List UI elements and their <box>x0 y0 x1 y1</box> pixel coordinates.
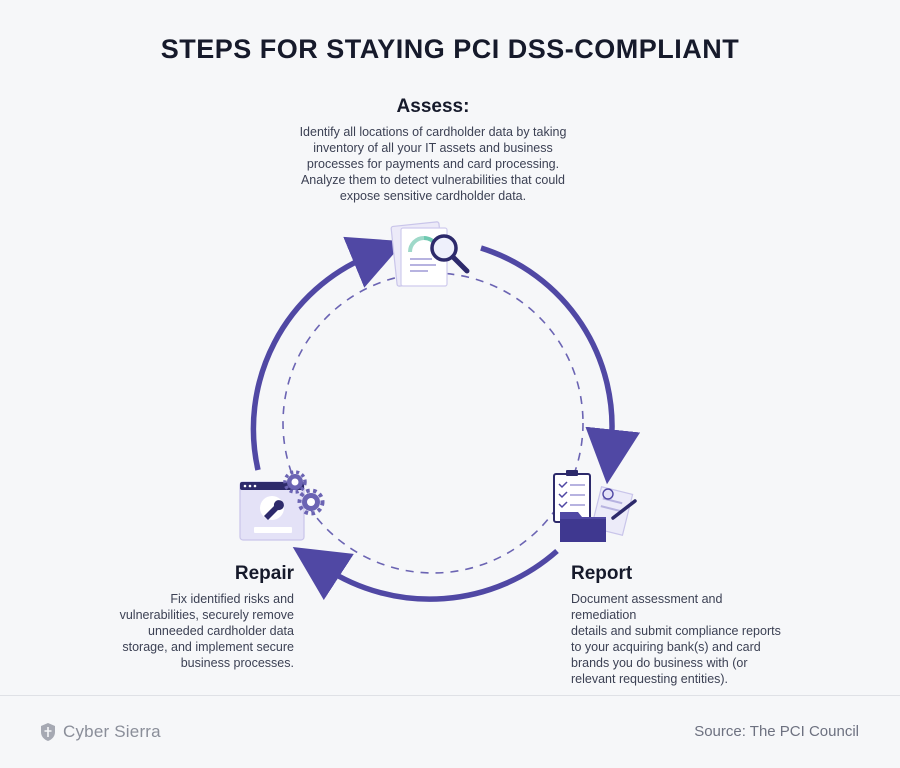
report-description-line: brands you do business with (or <box>571 656 748 670</box>
dashed-cycle-circle <box>282 272 584 574</box>
assess-description-line: processes for payments and card processi… <box>306 157 560 171</box>
repair-description-line: unneeded cardholder data <box>148 624 294 638</box>
report-description-line: Document assessment and remediation <box>571 592 723 622</box>
assess-description-line: expose sensitive cardholder data. <box>339 189 527 203</box>
source-credit: Source: The PCI Council <box>694 723 859 740</box>
repair-heading: Repair <box>234 563 294 584</box>
assess-description-line: inventory of all your IT assets and busi… <box>313 141 553 155</box>
report-description-line: to your acquiring bank(s) and card <box>571 640 761 654</box>
assess-description: Identify all locations of cardholder dat… <box>283 124 583 204</box>
arrow-repair-to-assess <box>250 236 405 471</box>
shield-icon <box>41 723 55 741</box>
arrow-assess-to-report <box>480 245 641 485</box>
repair-description-line: storage, and implement secure <box>122 640 294 654</box>
repair-description: Fix identified risks and vulnerabilities… <box>110 591 294 671</box>
assess-description-line: Analyze them to detect vulnerabilities t… <box>300 173 566 187</box>
repair-description-line: Fix identified risks and <box>170 592 294 606</box>
report-description-line: relevant requesting entities). <box>571 672 729 686</box>
assess-heading: Assess: <box>396 96 470 117</box>
brand-logo: Cyber Sierra <box>40 720 161 744</box>
report-heading: Report <box>571 563 633 584</box>
wrench-gear-icon <box>239 470 325 541</box>
arrow-report-to-repair <box>292 546 559 602</box>
footer-divider <box>0 695 900 696</box>
assess-description-line: Identify all locations of cardholder dat… <box>299 125 567 139</box>
report-magnifier-icon <box>390 221 470 287</box>
report-description-line: details and submit compliance reports <box>571 624 781 638</box>
repair-description-line: business processes. <box>180 656 294 670</box>
repair-description-line: vulnerabilities, securely remove <box>119 608 294 622</box>
report-description: Document assessment and remediation deta… <box>571 591 791 687</box>
clipboard-folder-icon <box>553 470 637 542</box>
page-title: STEPS FOR STAYING PCI DSS-COMPLIANT <box>160 34 740 64</box>
brand-name: Cyber Sierra <box>63 722 161 741</box>
